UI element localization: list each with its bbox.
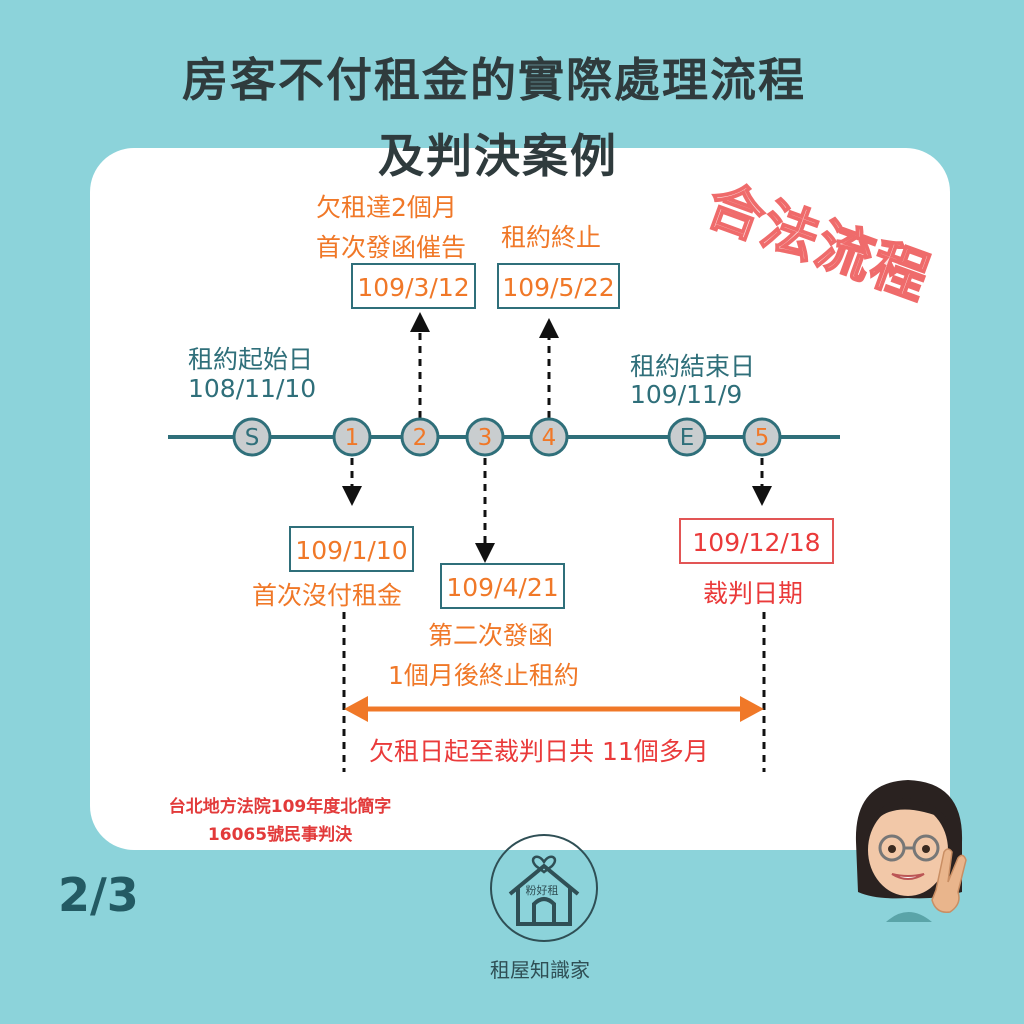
node-2-label: 2 <box>413 425 428 451</box>
node-e: E <box>667 417 707 457</box>
node-e-label: E <box>680 425 695 451</box>
lease-start-label: 租約起始日 <box>188 345 314 374</box>
span-arrow-right-head <box>740 696 764 722</box>
first-notice-date-box: 109/3/12 <box>351 263 476 309</box>
node-5: 5 <box>742 417 782 457</box>
arrow-up-node2 <box>410 312 430 332</box>
brand-name: 租屋知識家 <box>490 958 590 982</box>
node-s-label: S <box>245 425 260 451</box>
node-2: 2 <box>400 417 440 457</box>
span-arrow-left-head <box>344 696 368 722</box>
second-notice-date-box: 109/4/21 <box>440 563 565 609</box>
lease-end-label: 租約結束日 <box>630 352 756 381</box>
arrow-down-node3 <box>475 543 495 563</box>
first-unpaid-date-box: 109/1/10 <box>289 526 414 572</box>
page-indicator: 2/3 <box>58 868 139 922</box>
second-notice-line1: 第二次發函 <box>428 621 554 650</box>
node-3-label: 3 <box>478 425 493 451</box>
node-4-label: 4 <box>542 425 557 451</box>
court-case-line2: 16065號民事判決 <box>207 825 353 845</box>
second-notice-line2: 1個月後終止租約 <box>388 661 579 690</box>
judgment-label: 裁判日期 <box>703 579 804 608</box>
termination-date-box: 109/5/22 <box>497 263 620 309</box>
node-4: 4 <box>529 417 569 457</box>
arrow-down-node1 <box>342 486 362 506</box>
page-title-line1: 房客不付租金的實際處理流程 <box>182 53 806 107</box>
node-5-label: 5 <box>755 425 770 451</box>
node-3: 3 <box>465 417 505 457</box>
node-1: 1 <box>332 417 372 457</box>
arrow-down-node5 <box>752 486 772 506</box>
arrow-up-node4 <box>539 318 559 338</box>
lease-start-date: 108/11/10 <box>188 374 317 403</box>
avatar <box>855 780 967 922</box>
house-logo-icon <box>490 834 598 942</box>
first-notice-line2: 首次發函催告 <box>316 233 467 262</box>
node-s: S <box>232 417 272 457</box>
first-notice-line1: 欠租達2個月 <box>316 193 457 222</box>
termination-label: 租約終止 <box>501 223 602 252</box>
court-case-line1: 台北地方法院109年度北簡字 <box>168 797 392 817</box>
span-duration-label: 欠租日起至裁判日共 11個多月 <box>369 737 709 766</box>
node-1-label: 1 <box>345 425 360 451</box>
first-unpaid-label: 首次沒付租金 <box>252 581 403 610</box>
lease-end-date: 109/11/9 <box>630 380 743 409</box>
judgment-date-box: 109/12/18 <box>679 518 834 564</box>
logo-small-text: 粉好租 <box>525 884 559 897</box>
page-title-line2: 及判決案例 <box>378 129 618 183</box>
